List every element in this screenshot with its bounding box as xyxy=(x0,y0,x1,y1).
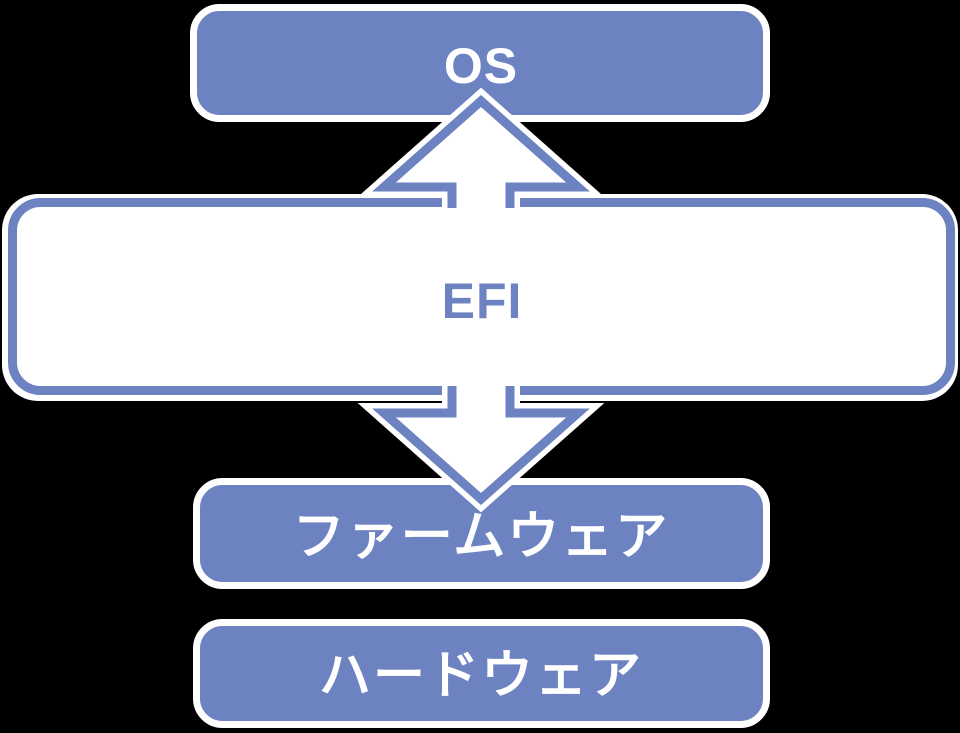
hardware-label: ハードウェア xyxy=(319,647,643,705)
efi-label: EFI xyxy=(442,273,523,329)
down-arrow-icon xyxy=(357,358,605,513)
os-label: OS xyxy=(444,38,518,94)
down-arrow-tail-merge xyxy=(441,358,521,386)
up-arrow-tail-merge xyxy=(441,208,521,236)
up-arrow-icon xyxy=(357,87,605,236)
efi-box xyxy=(2,194,958,401)
firmware-label: ファームウェア xyxy=(293,508,669,566)
hardware-box xyxy=(193,619,770,728)
